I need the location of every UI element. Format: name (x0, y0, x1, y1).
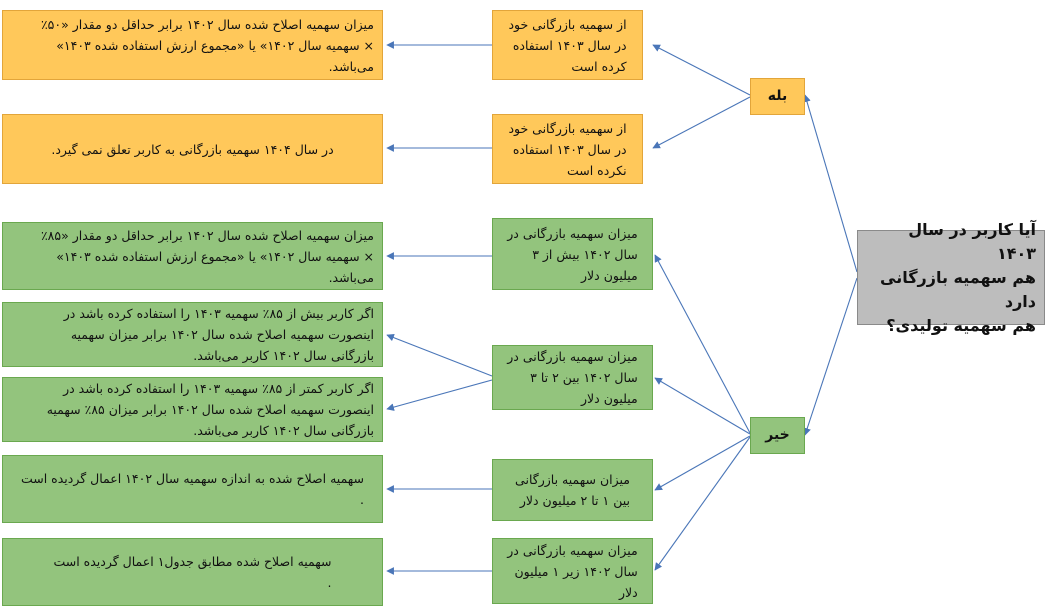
no-condition-2-to-3m: میزان سهمیه بازرگانی در سال ۱۴۰۲ بین ۲ ت… (492, 345, 653, 410)
link-question-yes (803, 94, 858, 273)
link-no-cond2 (654, 377, 751, 435)
link-yes-cond2 (652, 96, 751, 149)
link-ncond2-result2 (386, 379, 493, 411)
no-result-2-to-3m-under-85: اگر کاربر کمتر از ۸۵٪ سهمیه ۱۴۰۳ را استف… (2, 377, 383, 442)
link-ncond2-result1 (386, 333, 493, 377)
link-no-cond4 (654, 436, 751, 571)
no-label: خیر (765, 427, 790, 443)
yes-result-not-used: در سال ۱۴۰۴ سهمیه بازرگانی به کاربر تعلق… (2, 114, 383, 184)
question-box: آیا کاربر در سال ۱۴۰۳ هم سهمیه بازرگانی … (857, 220, 1045, 335)
yes-result-used: میزان سهمیه اصلاح شده سال ۱۴۰۲ برابر حدا… (2, 10, 383, 80)
yes-condition-used: از سهمیه بازرگانی خود در سال ۱۴۰۳ استفاد… (492, 10, 643, 80)
no-result-under-1m: سهمیه اصلاح شده مطابق جدول۱ اعمال گردیده… (2, 538, 383, 606)
yes-label: بله (767, 88, 788, 104)
link-question-no (803, 277, 858, 436)
link-yes-cond1 (652, 44, 751, 96)
no-result-1-to-2m: سهمیه اصلاح شده به اندازه سهمیه سال ۱۴۰۲… (2, 455, 383, 523)
no-condition-1-to-2m: میزان سهمیه بازرگانی بین ۱ تا ۲ میلیون د… (492, 459, 653, 521)
no-condition-over-3m: میزان سهمیه بازرگانی در سال ۱۴۰۲ بیش از … (492, 218, 653, 290)
no-result-over-3m: میزان سهمیه اصلاح شده سال ۱۴۰۲ برابر حدا… (2, 222, 383, 290)
link-no-cond3 (654, 435, 751, 491)
no-condition-under-1m: میزان سهمیه بازرگانی در سال ۱۴۰۲ زیر ۱ م… (492, 538, 653, 604)
no-result-2-to-3m-over-85: اگر کاربر بیش از ۸۵٪ سهمیه ۱۴۰۳ را استفا… (2, 302, 383, 367)
yes-condition-not-used: از سهمیه بازرگانی خود در سال ۱۴۰۳ استفاد… (492, 114, 643, 184)
link-no-cond1 (654, 254, 751, 434)
question-text: آیا کاربر در سال ۱۴۰۳ هم سهمیه بازرگانی … (880, 219, 1036, 335)
no-box: خیر (750, 417, 805, 454)
yes-box: بله (750, 78, 805, 115)
